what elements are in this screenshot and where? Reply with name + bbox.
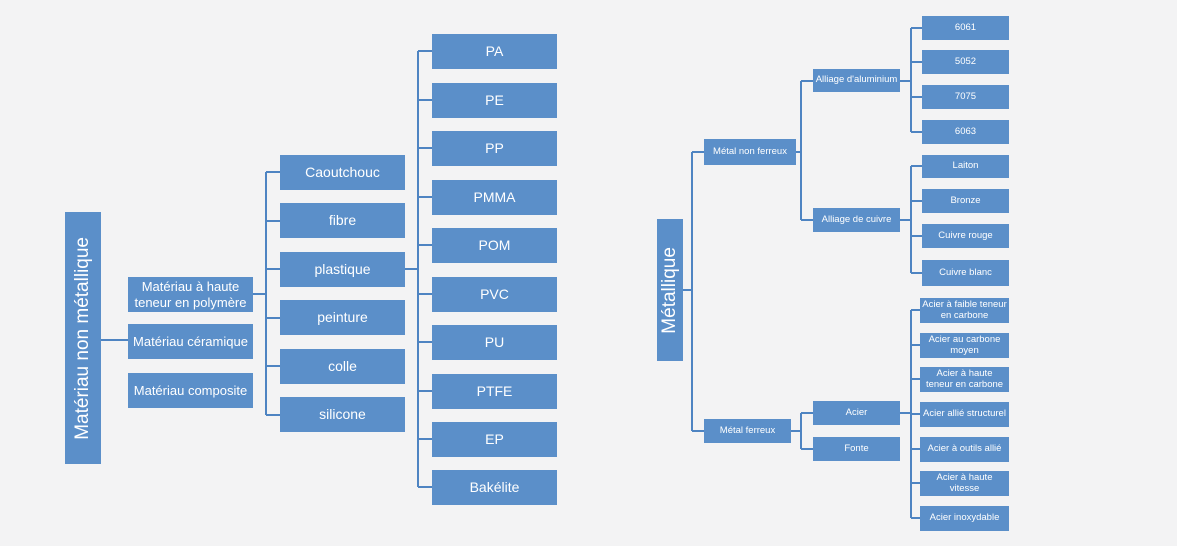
plastic-item: PU: [432, 325, 557, 360]
ferrous-metal: Métal ferreux: [704, 419, 791, 443]
category-polymer: Matériau à haute teneur en polymère: [128, 277, 253, 312]
aluminium-grade: 5052: [922, 50, 1009, 74]
root-non-metallic: Matériau non métallique: [65, 212, 101, 464]
steel-type: Acier allié structurel: [920, 402, 1009, 427]
root-metallic-label: Métallique: [658, 246, 680, 334]
plastic-item: PMMA: [432, 180, 557, 215]
aluminium-alloy: Alliage d'aluminium: [813, 69, 900, 92]
aluminium-grade: 6061: [922, 16, 1009, 40]
steel-type: Acier au carbone moyen: [920, 333, 1009, 358]
root-metallic: Métallique: [657, 219, 683, 361]
root-non-metallic-label: Matériau non métallique: [71, 236, 93, 440]
plastic-item: PTFE: [432, 374, 557, 409]
aluminium-grade: 7075: [922, 85, 1009, 109]
polymer-item: plastique: [280, 252, 405, 287]
cast-iron: Fonte: [813, 437, 900, 461]
plastic-item: Bakélite: [432, 470, 557, 505]
steel-type: Acier à haute vitesse: [920, 471, 1009, 496]
steel-type: Acier à outils allié: [920, 437, 1009, 462]
plastic-item: PE: [432, 83, 557, 118]
copper-alloy: Alliage de cuivre: [813, 208, 900, 232]
steel-type: Acier à faible teneur en carbone: [920, 298, 1009, 323]
copper-alloy-item: Cuivre rouge: [922, 224, 1009, 248]
steel-type: Acier à haute teneur en carbone: [920, 367, 1009, 392]
polymer-item: fibre: [280, 203, 405, 238]
non-ferrous-metal: Métal non ferreux: [704, 139, 796, 165]
plastic-item: PVC: [432, 277, 557, 312]
copper-alloy-item: Bronze: [922, 189, 1009, 213]
polymer-item: peinture: [280, 300, 405, 335]
plastic-item: EP: [432, 422, 557, 457]
polymer-item: silicone: [280, 397, 405, 432]
plastic-item: PA: [432, 34, 557, 69]
plastic-item: PP: [432, 131, 557, 166]
polymer-item: colle: [280, 349, 405, 384]
copper-alloy-item: Laiton: [922, 155, 1009, 178]
aluminium-grade: 6063: [922, 120, 1009, 144]
steel-type: Acier inoxydable: [920, 506, 1009, 531]
steel: Acier: [813, 401, 900, 425]
category-composite: Matériau composite: [128, 373, 253, 408]
polymer-item: Caoutchouc: [280, 155, 405, 190]
plastic-item: POM: [432, 228, 557, 263]
copper-alloy-item: Cuivre blanc: [922, 260, 1009, 286]
category-ceramic: Matériau céramique: [128, 324, 253, 359]
